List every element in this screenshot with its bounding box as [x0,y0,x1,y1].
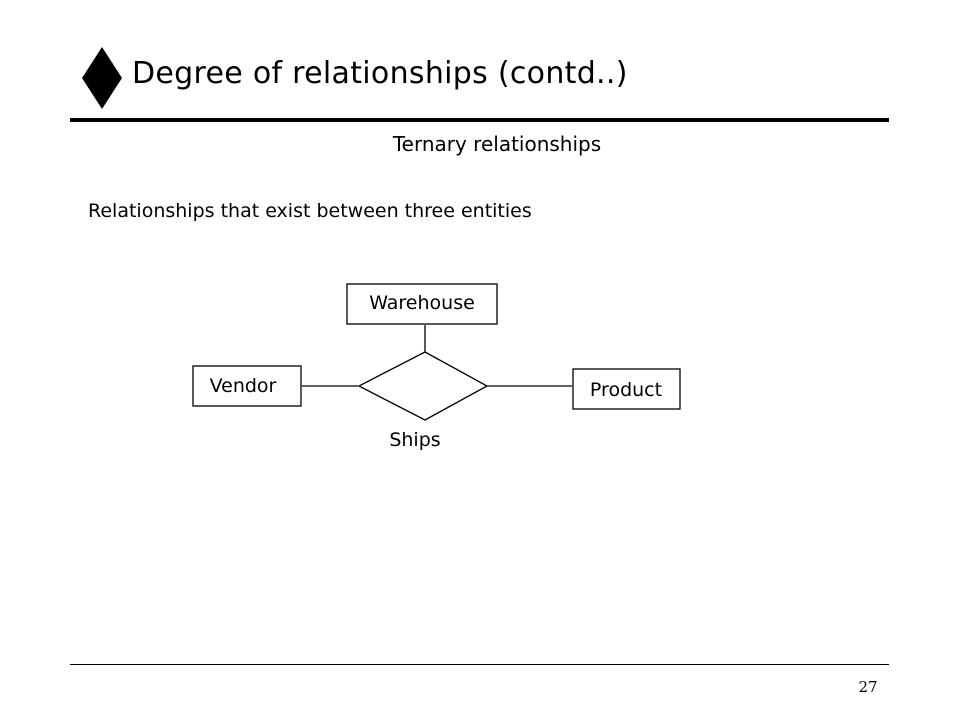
slide-subtitle: Ternary relationships [392,132,602,156]
diamond-bullet-icon [82,47,122,109]
relationship-ships-diamond [357,351,489,421]
entity-vendor: Vendor [192,365,302,407]
relationship-ships-label: Ships [389,429,440,451]
entity-product: Product [572,368,681,410]
slide-body-text: Relationships that exist between three e… [88,200,532,222]
slide-title: Degree of relationships (contd..) [132,56,628,91]
entity-warehouse: Warehouse [346,283,498,325]
entity-product-label: Product [590,379,662,401]
footer-divider [70,664,889,665]
title-divider [70,118,889,122]
entity-vendor-label: Vendor [210,375,277,397]
page-number: 27 [858,678,878,696]
entity-warehouse-label: Warehouse [369,292,475,314]
